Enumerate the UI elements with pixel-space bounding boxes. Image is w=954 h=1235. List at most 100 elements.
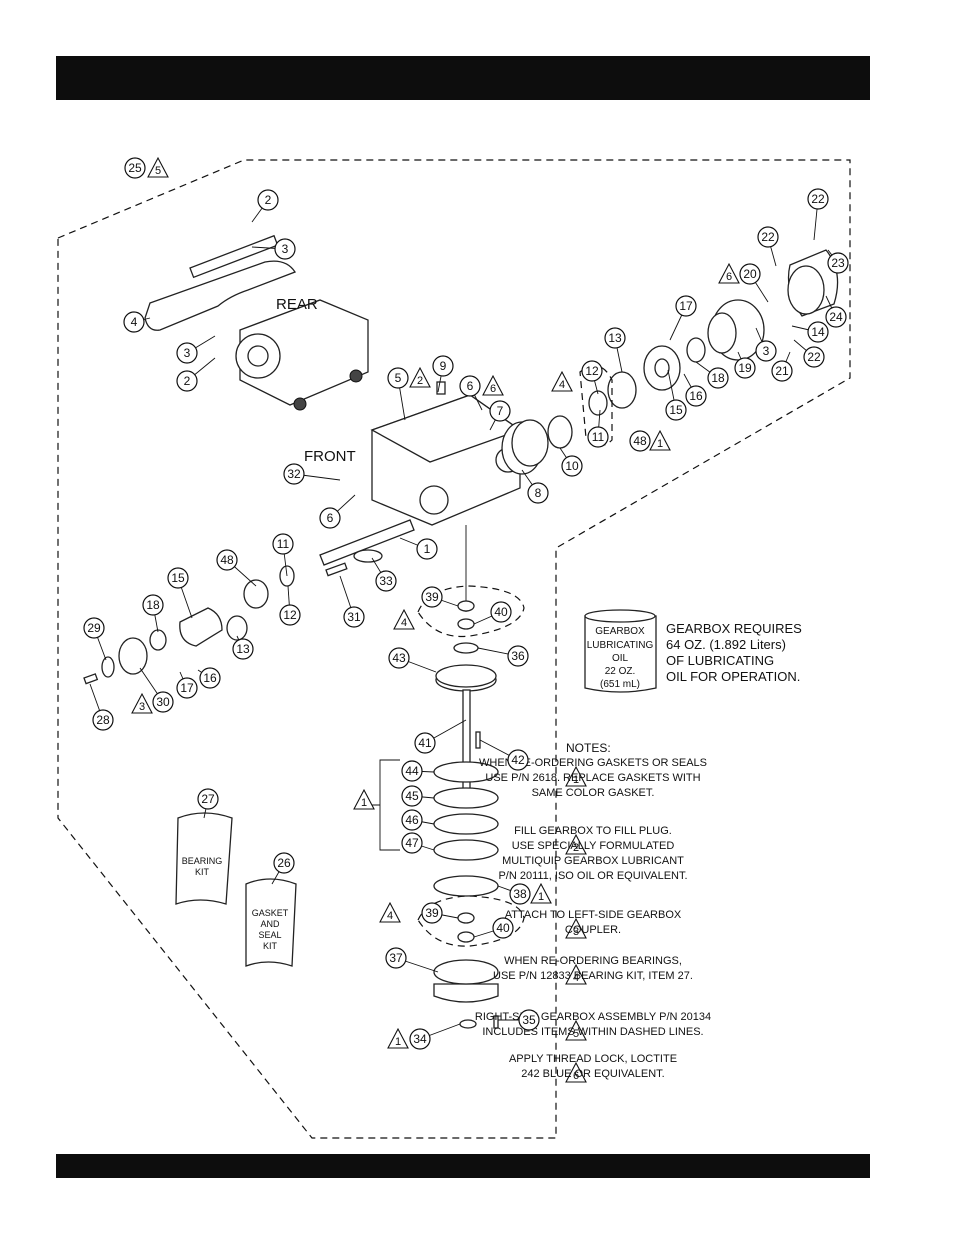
oil-text-4: OIL FOR OPERATION.: [666, 669, 800, 684]
callout-48: 48: [216, 549, 238, 571]
seal-34: [459, 1019, 477, 1029]
shaft-key-31: [325, 562, 348, 577]
callout-46: 46: [401, 809, 423, 831]
callout-circle: [414, 732, 436, 754]
callout-41: 41: [414, 732, 436, 754]
note-line: COUPLER.: [565, 924, 621, 936]
callout-18: 18: [707, 367, 729, 389]
callout-number: 40: [496, 921, 510, 935]
callout-11: 11: [272, 533, 294, 555]
oil-can-line1: GEARBOX: [595, 626, 645, 637]
callout-circle: [274, 238, 296, 260]
callout-number: 17: [679, 299, 693, 313]
callout-number: 46: [405, 813, 419, 827]
note-triangle-number: 6: [573, 1070, 579, 1082]
callout-37: 37: [385, 947, 407, 969]
callout-number: 14: [811, 325, 825, 339]
callout-22: 22: [757, 226, 779, 248]
callout-circle: [581, 360, 603, 382]
race-40-top: [457, 618, 475, 630]
callout-4: 4: [123, 311, 145, 333]
callout-number: 40: [494, 605, 508, 619]
callout-7: 7: [489, 400, 511, 422]
callout-number: 32: [287, 467, 301, 481]
triangle-number: 4: [559, 379, 565, 391]
callout-circle: [757, 226, 779, 248]
callout-circle: [176, 677, 198, 699]
bearing-cap-right-hub: [654, 358, 670, 378]
note-triangle-number: 4: [573, 972, 579, 984]
worm-wheel-43-face: [435, 664, 497, 688]
bushing: [547, 415, 573, 449]
callout-number: 20: [743, 267, 757, 281]
callout-number: 4: [131, 315, 138, 329]
callout-number: 12: [585, 364, 599, 378]
parts-layer: [83, 234, 839, 1029]
callout-circle: [459, 375, 481, 397]
oil-can-line4: 22 OZ.: [605, 666, 636, 677]
callout-39: 39: [421, 902, 443, 924]
callout-number: 33: [379, 574, 393, 588]
cover-plate: [144, 260, 296, 331]
callout-circle: [587, 426, 609, 448]
housing-bore: [419, 485, 449, 515]
callout-circle: [388, 647, 410, 669]
coupler-right-face: [707, 312, 737, 354]
callout-2: 2: [176, 370, 198, 392]
callout-number: 19: [738, 361, 752, 375]
triangle-shape: [718, 262, 740, 284]
coupler-left: [118, 637, 148, 675]
callout-circle: [685, 385, 707, 407]
triangle-number: 4: [401, 617, 407, 629]
bag-bearing-line2: KIT: [195, 867, 210, 877]
note-line: WHEN RE-ORDERING BEARINGS,: [504, 955, 682, 967]
callout-circle: [561, 455, 583, 477]
screw-28: [83, 673, 99, 685]
callout-circle: [492, 917, 514, 939]
oil-can-line5: (651 mL): [600, 679, 640, 690]
bag-gasket-line4: KIT: [263, 941, 278, 951]
callout-number: 3: [184, 346, 191, 360]
callout-number: 35: [522, 1013, 536, 1027]
callout-3: 3: [755, 340, 777, 362]
callout-11: 11: [587, 426, 609, 448]
bottom-cover-37: [433, 983, 499, 1003]
callout-17: 17: [176, 677, 198, 699]
note-ref-triangle-2: 2: [409, 366, 431, 388]
callout-circle: [827, 252, 849, 274]
callout-circle: [216, 549, 238, 571]
callout-3: 3: [176, 342, 198, 364]
callout-circle: [124, 157, 146, 179]
race-40-bottom: [457, 931, 475, 943]
callout-number: 16: [203, 671, 217, 685]
callout-12: 12: [279, 604, 301, 626]
callout-number: 6: [467, 379, 474, 393]
note-ref-triangle-5: 5: [147, 156, 169, 178]
callout-number: 36: [511, 649, 525, 663]
callout-circle: [283, 463, 305, 485]
callout-number: 45: [405, 789, 419, 803]
callout-25: 25: [124, 157, 146, 179]
callout-circle: [421, 586, 443, 608]
note-line: WHEN RE-ORDERING GASKETS OR SEALS: [479, 757, 707, 769]
callout-number: 15: [171, 571, 185, 585]
callout-number: 24: [829, 310, 843, 324]
note-line: INCLUDES ITEMS WITHIN DASHED LINES.: [482, 1026, 703, 1038]
triangle-number: 3: [139, 701, 145, 713]
bearing-cap-left: [179, 607, 223, 647]
callout-circle: [509, 883, 531, 905]
note-ref-triangle-4: 4: [551, 370, 573, 392]
callout-5: 5: [387, 367, 409, 389]
callout-28: 28: [92, 709, 114, 731]
callout-circle: [142, 594, 164, 616]
callout-circle: [401, 785, 423, 807]
callout-44: 44: [401, 760, 423, 782]
triangle-shape: [649, 429, 671, 451]
triangle-shape: [551, 370, 573, 392]
note-ref-triangle-1: 1: [530, 882, 552, 904]
callout-42: 42: [507, 749, 529, 771]
